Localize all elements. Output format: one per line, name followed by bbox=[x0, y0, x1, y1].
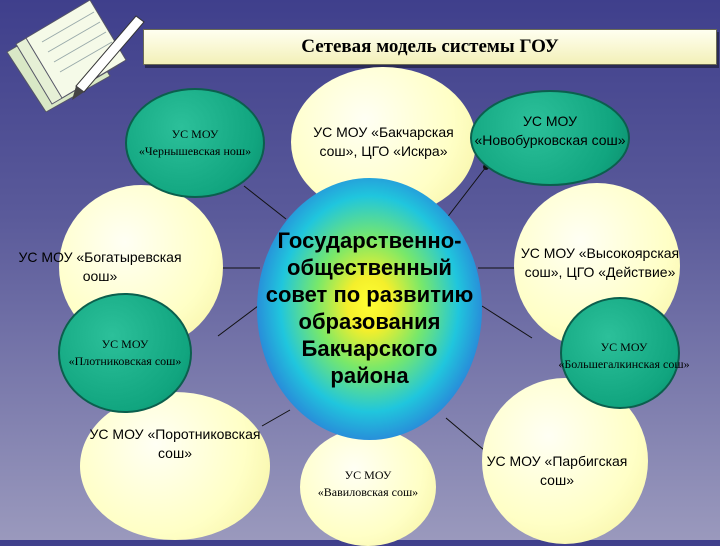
node-chernyshevskaya-line1: УС МОУ bbox=[171, 127, 219, 141]
node-bakcharskaya-line1: УС МОУ «Бакчарская bbox=[313, 124, 454, 140]
node-porotnikovskaya-line2: сош» bbox=[158, 445, 192, 461]
node-bogatyrevskaya-line2: оош» bbox=[82, 268, 118, 284]
center-line-2: общественный bbox=[287, 255, 452, 280]
node-novoburkovskaya-line1: УС МОУ bbox=[522, 113, 578, 129]
center-line-4: образования bbox=[298, 309, 441, 334]
center-line-6: района bbox=[330, 363, 409, 388]
center-council-node: Государственно- общественный совет по ра… bbox=[257, 178, 482, 440]
node-vavilovskaya-line2: «Вавиловская сош» bbox=[317, 485, 419, 499]
node-novoburkovskaya bbox=[470, 90, 630, 186]
center-line-1: Государственно- bbox=[277, 228, 462, 253]
node-parbigskaya-line2: сош» bbox=[540, 472, 574, 488]
node-vysokoyarskaya-line2: сош», ЦГО «Действие» bbox=[524, 264, 676, 280]
node-bolshegalkinskaya bbox=[560, 297, 680, 409]
node-vavilovskaya: УС МОУ «Вавиловская сош» bbox=[300, 428, 436, 546]
node-parbigskaya-label: УС МОУ «Парбигская сош» bbox=[462, 452, 652, 490]
node-vysokoyarskaya-line1: УС МОУ «Высокоярская bbox=[520, 245, 680, 261]
center-line-5: Бакчарского bbox=[301, 336, 438, 361]
node-porotnikovskaya-line1: УС МОУ «Поротниковская bbox=[89, 426, 261, 442]
node-bogatyrevskaya-line1: УС МОУ «Богатыревская bbox=[18, 249, 182, 265]
node-novoburkovskaya-line2: «Новобурковская сош» bbox=[474, 132, 626, 148]
center-line-3: совет по развитию bbox=[265, 282, 474, 307]
page-title: Сетевая модель системы ГОУ bbox=[143, 29, 717, 65]
node-bolshegalkinskaya-line1: УС МОУ bbox=[600, 340, 648, 354]
notes-pencil-icon bbox=[6, 0, 145, 112]
node-chernyshevskaya: УС МОУ «Чернышевская нош» bbox=[125, 88, 265, 198]
node-porotnikovskaya: УС МОУ «Поротниковская сош» bbox=[80, 392, 270, 540]
node-parbigskaya-line1: УС МОУ «Парбигская bbox=[486, 453, 628, 469]
node-plotnikovskaya-line2: «Плотниковская сош» bbox=[68, 354, 182, 368]
node-bolshegalkinskaya-line2: «Большегалкинская сош» bbox=[558, 357, 690, 371]
node-vysokoyarskaya-label: УС МОУ «Высокоярская сош», ЦГО «Действие… bbox=[500, 244, 700, 282]
node-chernyshevskaya-line2: «Чернышевская нош» bbox=[138, 144, 252, 158]
node-plotnikovskaya: УС МОУ «Плотниковская сош» bbox=[58, 293, 192, 413]
node-novoburkovskaya-label: УС МОУ «Новобурковская сош» bbox=[466, 112, 634, 150]
node-bakcharskaya-line2: сош», ЦГО «Искра» bbox=[319, 143, 448, 159]
node-vavilovskaya-line1: УС МОУ bbox=[344, 468, 392, 482]
node-plotnikovskaya-line1: УС МОУ bbox=[101, 337, 149, 351]
node-bolshegalkinskaya-label: УС МОУ «Большегалкинская сош» bbox=[536, 339, 712, 373]
